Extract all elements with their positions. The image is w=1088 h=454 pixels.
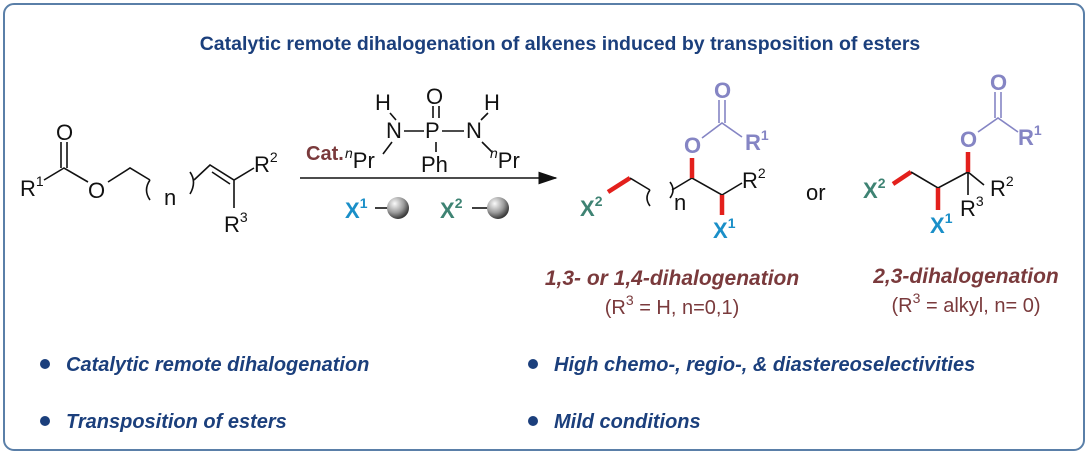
svg-text:H: H bbox=[484, 90, 500, 115]
or-label: or bbox=[806, 180, 826, 205]
svg-text:X1: X1 bbox=[930, 210, 953, 238]
svg-text:R2: R2 bbox=[254, 149, 278, 177]
svg-text:O: O bbox=[714, 78, 731, 103]
starting-material: R1 O O n R2 R3 bbox=[20, 120, 278, 237]
svg-text:O: O bbox=[56, 120, 73, 145]
svg-text:O: O bbox=[960, 127, 977, 152]
reagents: X1 X2 bbox=[345, 195, 509, 223]
highlights: Catalytic remote dihalogenation High che… bbox=[40, 354, 975, 433]
svg-text:X2: X2 bbox=[440, 195, 463, 223]
svg-text:nPr: nPr bbox=[490, 145, 520, 173]
catalyst: Cat. H N P O N H nPr Ph nPr bbox=[306, 84, 520, 177]
svg-text:R1: R1 bbox=[745, 127, 769, 155]
svg-text:O: O bbox=[990, 70, 1007, 95]
svg-text:n: n bbox=[164, 185, 176, 210]
svg-text:X2: X2 bbox=[580, 193, 603, 221]
bullet-item: High chemo-, regio-, & diastereoselectiv… bbox=[554, 354, 975, 376]
svg-text:R3: R3 bbox=[224, 209, 248, 237]
svg-text:R2: R2 bbox=[990, 173, 1014, 201]
svg-text:R3: R3 bbox=[960, 193, 984, 221]
product-2-label: 2,3-dihalogenation bbox=[872, 265, 1059, 288]
bullet-item: Mild conditions bbox=[554, 411, 701, 433]
gray-sphere-icon bbox=[387, 197, 409, 219]
bullet-item: Transposition of esters bbox=[66, 411, 287, 433]
gray-sphere-icon bbox=[487, 197, 509, 219]
product-1-label: 1,3- or 1,4-dihalogenation bbox=[545, 267, 799, 290]
svg-text:O: O bbox=[684, 133, 701, 158]
svg-text:H: H bbox=[375, 90, 391, 115]
svg-text:N: N bbox=[466, 118, 482, 143]
svg-text:n: n bbox=[674, 190, 686, 215]
product-2-conditions: (R3 = alkyl, n= 0) bbox=[892, 290, 1041, 317]
svg-text:nPr: nPr bbox=[345, 145, 375, 173]
svg-text:X2: X2 bbox=[863, 175, 886, 203]
svg-text:Ph: Ph bbox=[421, 152, 448, 177]
product-1-conditions: (R3 = H, n=0,1) bbox=[605, 292, 740, 319]
svg-text:X1: X1 bbox=[345, 195, 368, 223]
title: Catalytic remote dihalogenation of alken… bbox=[200, 33, 921, 55]
svg-text:R2: R2 bbox=[742, 165, 766, 193]
svg-text:X1: X1 bbox=[713, 215, 736, 243]
product-2-structure: X2 O O R1 R2 R3 X1 bbox=[863, 70, 1042, 238]
product-1-structure: X2 n O O R1 R2 X1 bbox=[580, 78, 769, 243]
bullet-dot-icon bbox=[40, 359, 50, 369]
svg-text:N: N bbox=[386, 118, 402, 143]
catalyst-label: Cat. bbox=[306, 143, 344, 165]
svg-text:P: P bbox=[425, 118, 440, 143]
svg-text:R1: R1 bbox=[20, 173, 44, 201]
svg-text:R1: R1 bbox=[1018, 122, 1042, 150]
bullet-dot-icon bbox=[528, 359, 538, 369]
bullet-item: Catalytic remote dihalogenation bbox=[66, 354, 369, 376]
svg-text:O: O bbox=[426, 84, 443, 109]
bullet-dot-icon bbox=[528, 416, 538, 426]
frame-border bbox=[3, 3, 1085, 451]
svg-text:O: O bbox=[88, 178, 105, 203]
bullet-dot-icon bbox=[40, 416, 50, 426]
